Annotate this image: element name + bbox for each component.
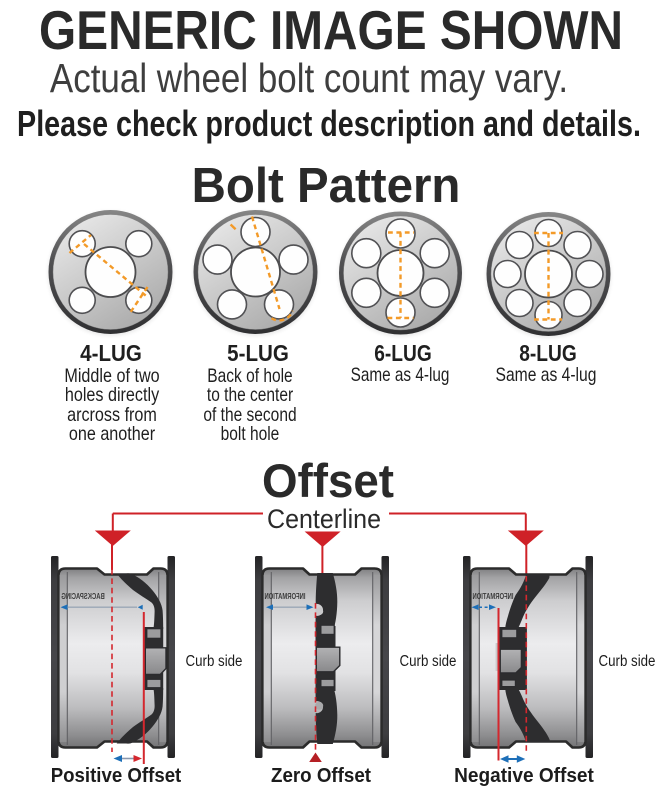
svg-text:INFORMATION: INFORMATION [264,592,305,601]
svg-text:BACKSPACING: BACKSPACING [61,592,105,601]
svg-text:INFORMATION: INFORMATION [472,592,513,601]
